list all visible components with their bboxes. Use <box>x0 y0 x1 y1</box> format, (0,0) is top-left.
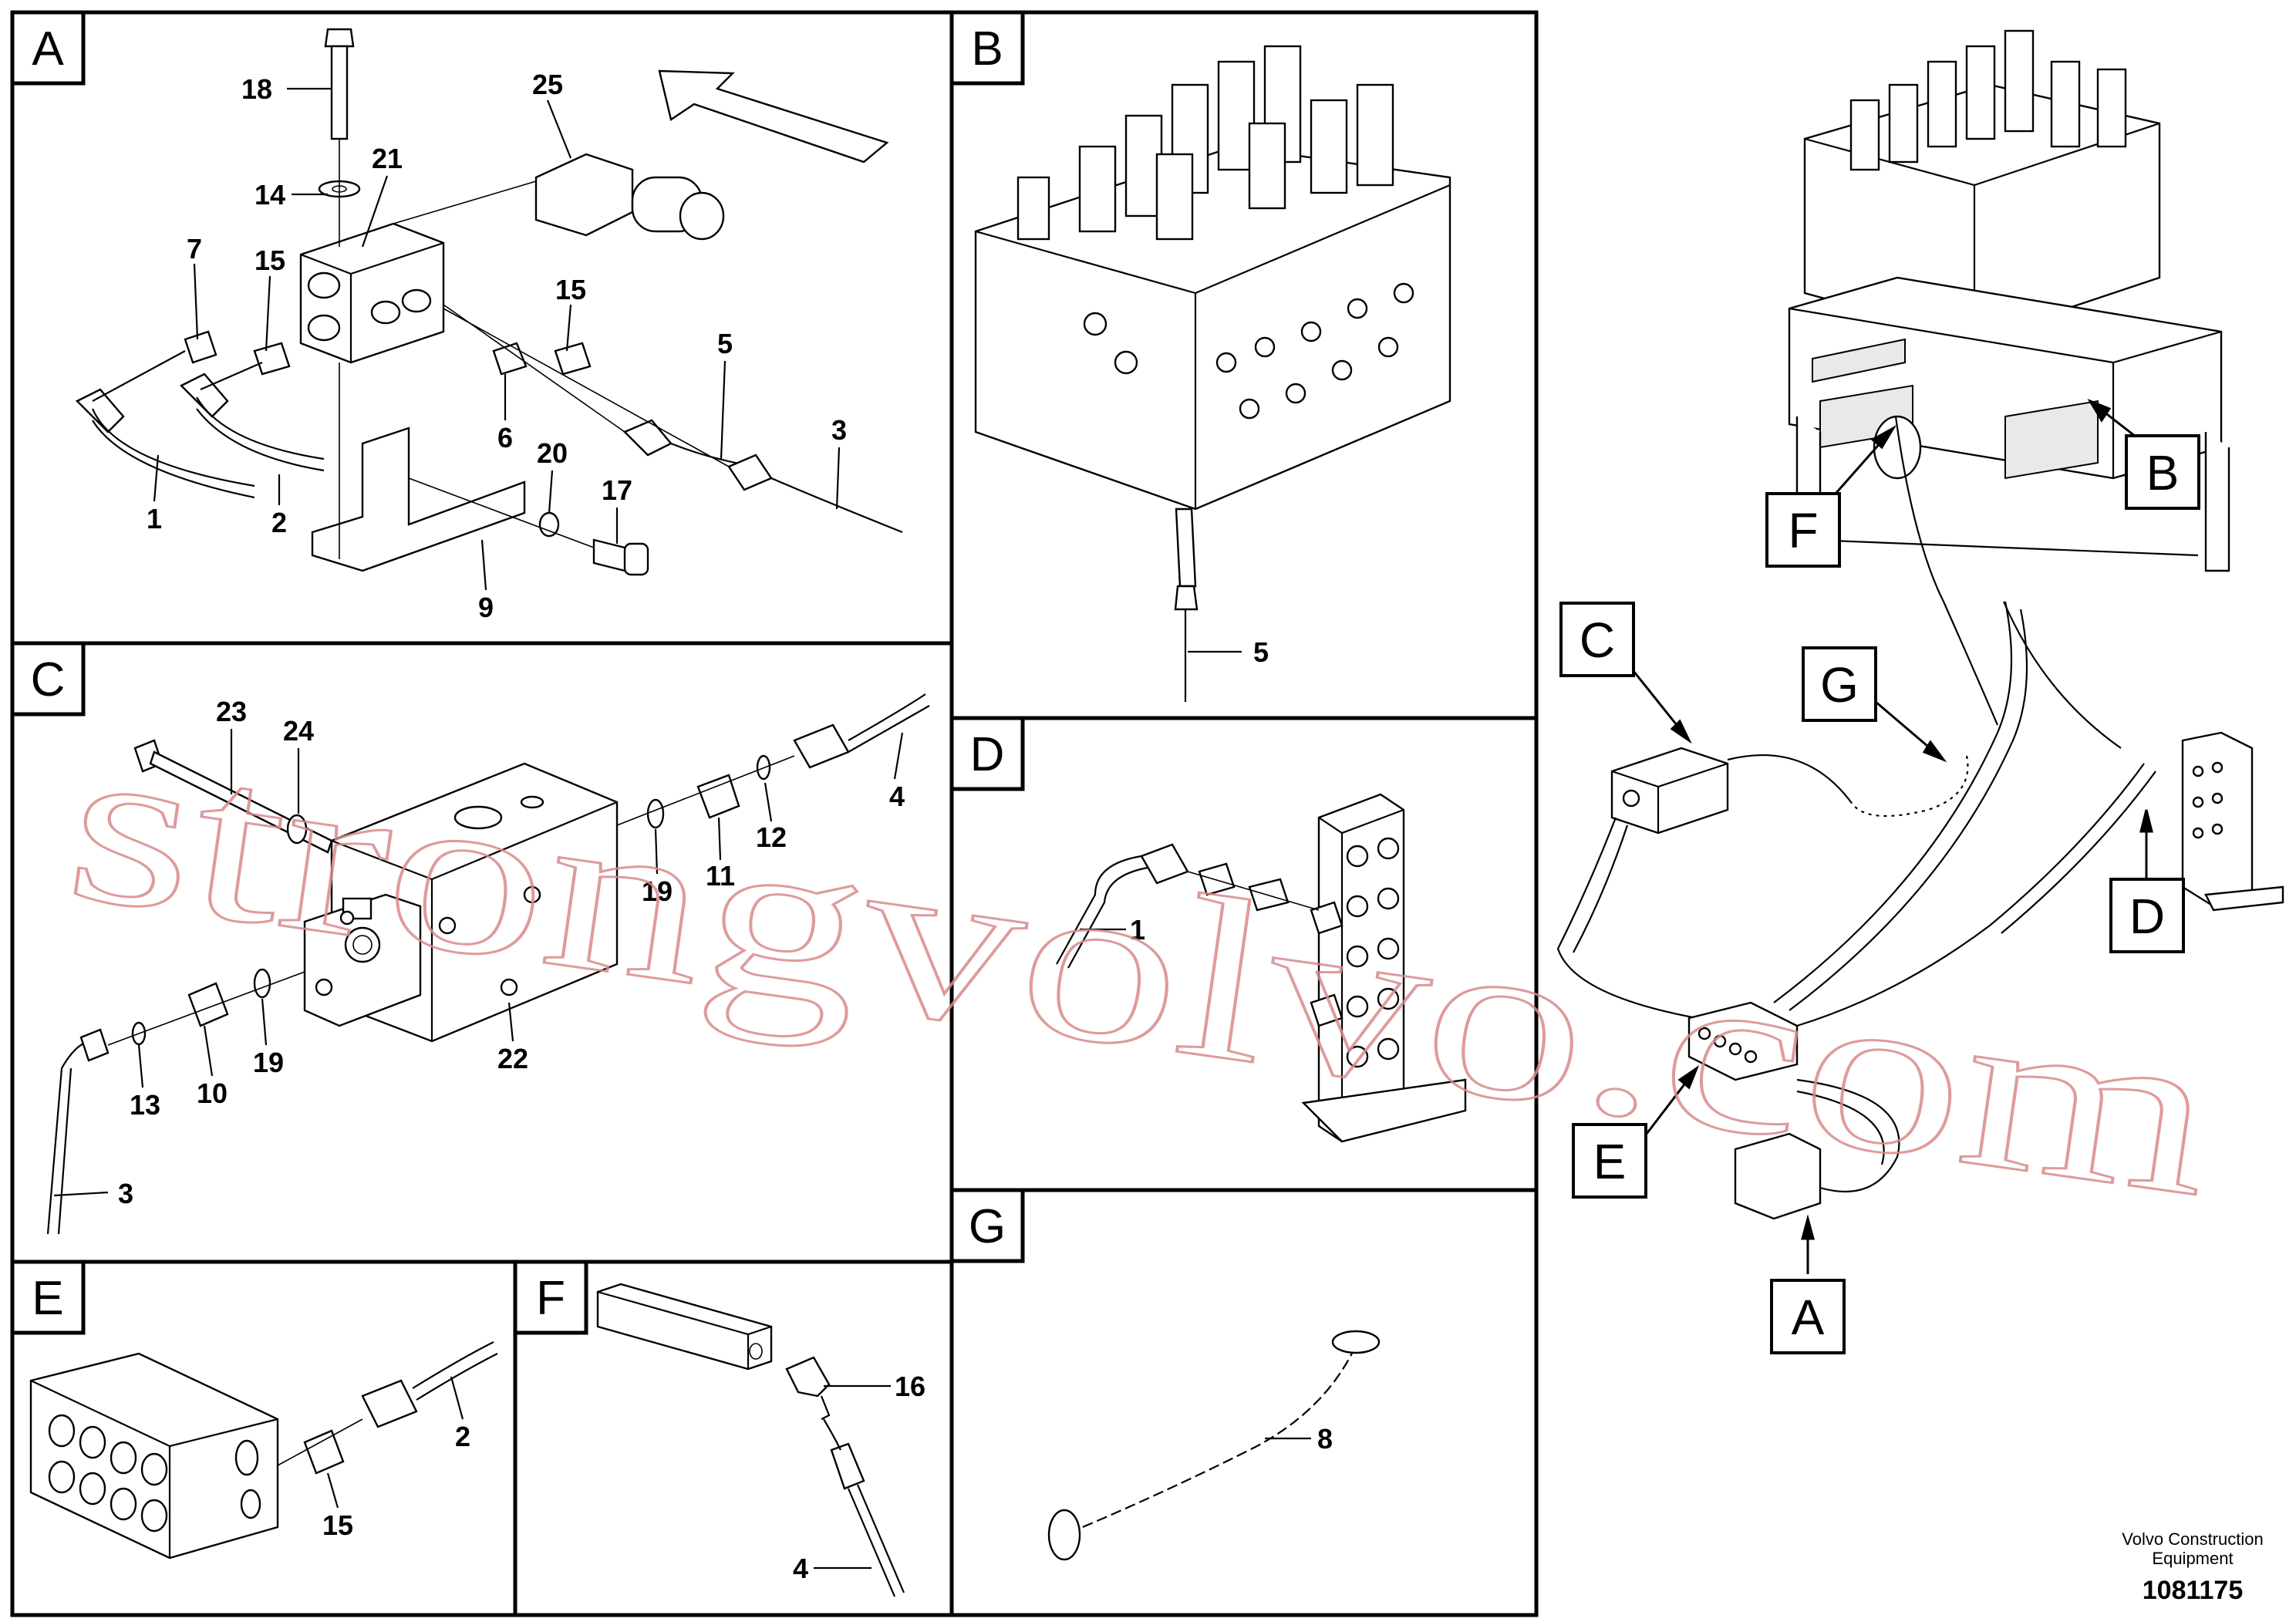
bolt-18 <box>330 45 349 140</box>
callout-2-a: 2 <box>271 507 287 538</box>
callout-16: 16 <box>895 1371 925 1402</box>
callout-8: 8 <box>1317 1423 1333 1455</box>
overview-leaders <box>1632 398 2160 1274</box>
panel-label-b: B <box>971 22 1003 76</box>
overview-drawing <box>1556 29 2284 1220</box>
callout-14: 14 <box>255 179 285 211</box>
panel-label-d: D <box>970 728 1005 781</box>
panel-e-drawing <box>29 1341 498 1560</box>
overview-block-c <box>1610 747 1729 835</box>
hose-1 <box>91 408 255 487</box>
footer: Volvo Construction Equipment 1081175 <box>2122 1529 2263 1605</box>
overview-letter-boxes: F B C G D E A <box>1559 434 2200 1354</box>
callout-1-d: 1 <box>1130 914 1145 946</box>
callout-15-e: 15 <box>322 1509 353 1541</box>
panel-g-drawing <box>1047 1330 1381 1561</box>
panel-label-c: C <box>31 653 66 706</box>
bar-block-f <box>596 1283 773 1371</box>
callout-2-e: 2 <box>455 1421 470 1452</box>
oring-19-lower <box>253 968 271 999</box>
callout-18: 18 <box>241 73 272 105</box>
panel-g-frame <box>949 1188 1539 1617</box>
footer-company-line2: Equipment <box>2152 1549 2233 1568</box>
panel-a-drawing <box>75 28 903 576</box>
overview-block-d <box>2181 731 2254 908</box>
overview-label-c: C <box>1580 612 1615 668</box>
callout-1-a: 1 <box>147 503 162 534</box>
panel-letter-boxes: A B C D E F G <box>10 10 1025 1335</box>
hose-2-e <box>412 1341 494 1389</box>
overview-hose-f <box>1894 416 1999 726</box>
callout-11: 11 <box>706 860 735 892</box>
overview-label-d: D <box>2129 889 2165 944</box>
callout-7: 7 <box>187 233 202 265</box>
callout-25: 25 <box>532 69 563 100</box>
callout-5-b: 5 <box>1253 636 1269 668</box>
callout-15-a1: 15 <box>255 244 285 276</box>
overview-block-e <box>1687 1001 1799 1081</box>
callout-3-a: 3 <box>831 414 847 446</box>
overview-label-e: E <box>1593 1134 1627 1189</box>
callout-12: 12 <box>756 821 787 853</box>
callout-19-upper: 19 <box>642 875 673 907</box>
hose-3-c <box>46 1067 63 1235</box>
elbow-16 <box>785 1356 831 1398</box>
callout-4-f: 4 <box>793 1553 808 1584</box>
overview-label-g: G <box>1820 657 1859 713</box>
washer-24 <box>286 814 308 845</box>
panel-c-drawing <box>46 693 930 1235</box>
panel-b-drawing <box>974 45 1451 702</box>
callout-24: 24 <box>283 715 314 747</box>
overview-label-f: F <box>1788 503 1818 558</box>
fitting-10 <box>187 982 229 1027</box>
callout-23: 23 <box>216 696 247 727</box>
callout-3-c: 3 <box>118 1178 133 1209</box>
callout-4-c: 4 <box>889 781 905 812</box>
panel-label-e: E <box>32 1272 63 1325</box>
callout-13: 13 <box>130 1089 160 1121</box>
callout-labels: 18 25 14 21 7 15 15 5 3 6 20 17 1 2 9 5 … <box>118 69 1333 1584</box>
fitting-6 <box>492 342 528 376</box>
bracket-9 <box>311 427 526 572</box>
panel-frames <box>10 10 1539 1617</box>
fitting-11 <box>696 774 740 819</box>
callout-22: 22 <box>497 1043 528 1074</box>
hose-4-f <box>847 1488 896 1597</box>
bolt-23 <box>149 750 333 854</box>
panel-d-drawing <box>1056 793 1467 1143</box>
hose-4-c <box>848 693 926 741</box>
callout-21: 21 <box>372 143 403 174</box>
panel-label-a: A <box>32 22 64 76</box>
fitting-15-e <box>303 1429 345 1475</box>
callout-9: 9 <box>478 592 494 623</box>
callout-19-lower: 19 <box>253 1047 284 1078</box>
callout-17: 17 <box>602 474 632 506</box>
callout-5-a: 5 <box>717 328 733 359</box>
mounting-bracket-d <box>1301 1078 1467 1143</box>
panel-label-g: G <box>969 1200 1006 1253</box>
fitting-15a <box>253 342 291 376</box>
panel-label-f: F <box>536 1272 565 1325</box>
drawing-number: 1081175 <box>2143 1576 2244 1605</box>
callout-20: 20 <box>537 437 568 469</box>
footer-company-line1: Volvo Construction <box>2122 1529 2263 1549</box>
hose-2 <box>196 396 325 460</box>
fitting-7 <box>184 330 217 364</box>
callout-leaders <box>53 87 1311 1570</box>
overview-label-b: B <box>2146 445 2180 501</box>
callout-6: 6 <box>497 422 513 454</box>
fitting-15b <box>554 342 592 376</box>
washer-20 <box>538 511 560 538</box>
callout-15-a2: 15 <box>555 274 586 305</box>
callout-10: 10 <box>197 1077 228 1109</box>
overview-label-a: A <box>1792 1290 1825 1345</box>
hose-3 <box>770 477 903 534</box>
overview-bracket-a <box>1734 1132 1822 1220</box>
hose-1-d <box>1056 855 1142 965</box>
direction-arrow <box>658 69 889 164</box>
panel-f-drawing <box>596 1283 905 1597</box>
